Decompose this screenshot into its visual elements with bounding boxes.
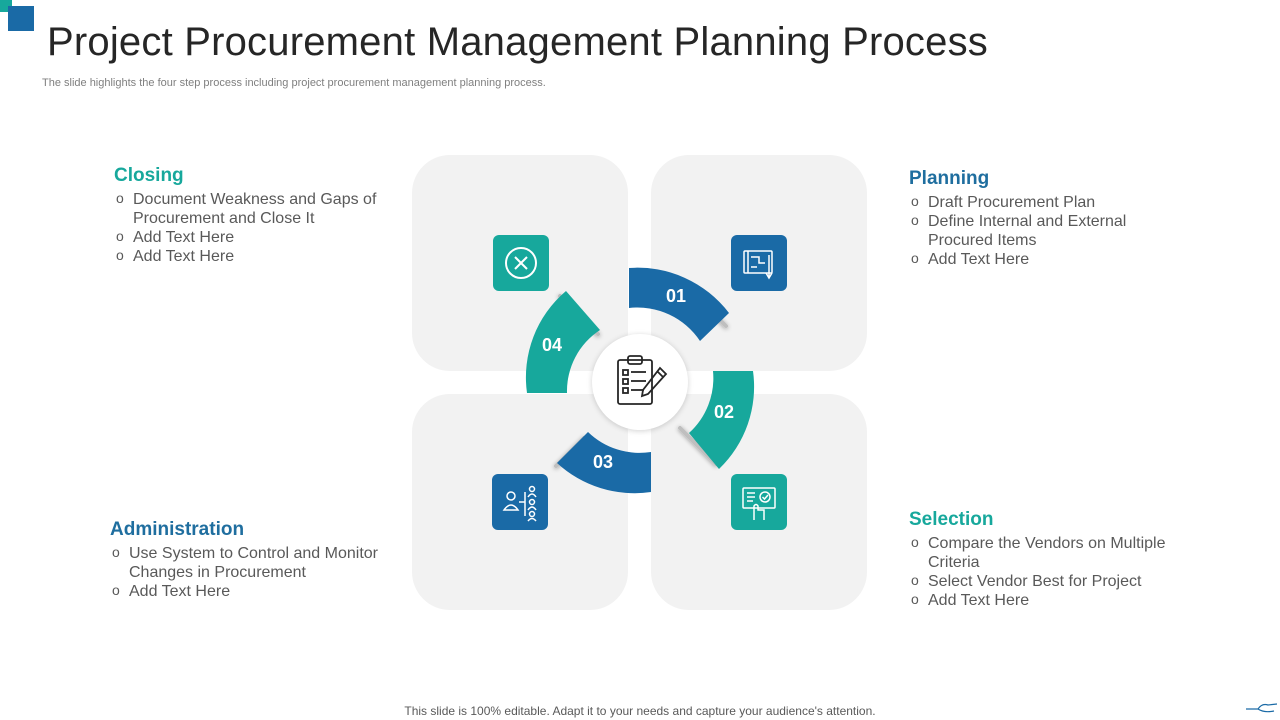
selection-icon-tile <box>731 474 787 530</box>
planning-heading: Planning <box>909 168 990 189</box>
pointing-hand-icon <box>1246 703 1278 713</box>
bullet-item: Compare the Vendors on Multiple Criteria <box>909 533 1179 572</box>
administration-bullets: Use System to Control and Monitor Change… <box>110 543 400 601</box>
closing-icon-tile <box>493 235 549 291</box>
bullet-item: Add Text Here <box>110 581 400 601</box>
bullet-item: Add Text Here <box>909 590 1179 610</box>
bullet-item: Select Vendor Best for Project <box>909 571 1179 591</box>
planning-bullets: Draft Procurement Plan Define Internal a… <box>909 192 1169 269</box>
planning-text-block: Planning Draft Procurement Plan Define I… <box>909 168 1169 269</box>
bullet-item: Add Text Here <box>114 246 404 266</box>
bullet-item: Add Text Here <box>909 249 1169 269</box>
clipboard-checklist-pencil-icon <box>617 355 668 405</box>
step-number-04: 04 <box>542 335 563 355</box>
bullet-item: Add Text Here <box>114 227 404 247</box>
closing-text-block: Closing Document Weakness and Gaps of Pr… <box>114 165 404 266</box>
selection-heading: Selection <box>909 509 994 530</box>
ring-segment-02 <box>689 371 755 469</box>
bullet-item: Draft Procurement Plan <box>909 192 1169 212</box>
administration-text-block: Administration Use System to Control and… <box>110 519 400 601</box>
planning-icon-tile <box>731 235 787 291</box>
selection-bullets: Compare the Vendors on Multiple Criteria… <box>909 533 1179 610</box>
corner-accent-blue <box>8 6 34 31</box>
bullet-item: Use System to Control and Monitor Change… <box>110 543 400 582</box>
selection-text-block: Selection Compare the Vendors on Multipl… <box>909 509 1179 610</box>
closing-heading: Closing <box>114 165 184 186</box>
slide-footer: This slide is 100% editable. Adapt it to… <box>404 704 876 718</box>
hand-selecting-screen-icon <box>742 487 776 520</box>
bullet-item: Define Internal and External Procured It… <box>909 211 1169 250</box>
step-number-02: 02 <box>714 402 735 422</box>
close-circle-icon <box>505 247 537 279</box>
step-number-03: 03 <box>593 452 614 472</box>
administration-icon-tile <box>492 474 548 530</box>
step-number-01: 01 <box>666 286 687 306</box>
ring-segment-01 <box>629 267 729 341</box>
slide-title: Project Procurement Management Planning … <box>47 20 988 64</box>
slide-subtitle: The slide highlights the four step proce… <box>42 77 546 89</box>
ring-segment-04 <box>525 291 600 393</box>
administration-heading: Administration <box>110 519 245 540</box>
closing-bullets: Document Weakness and Gaps of Procuremen… <box>114 189 404 266</box>
center-hub <box>592 334 688 430</box>
blueprint-plan-icon <box>743 250 773 280</box>
org-hierarchy-icon <box>502 485 537 522</box>
bullet-item: Document Weakness and Gaps of Procuremen… <box>114 189 404 228</box>
ring-segment-03 <box>557 432 651 494</box>
